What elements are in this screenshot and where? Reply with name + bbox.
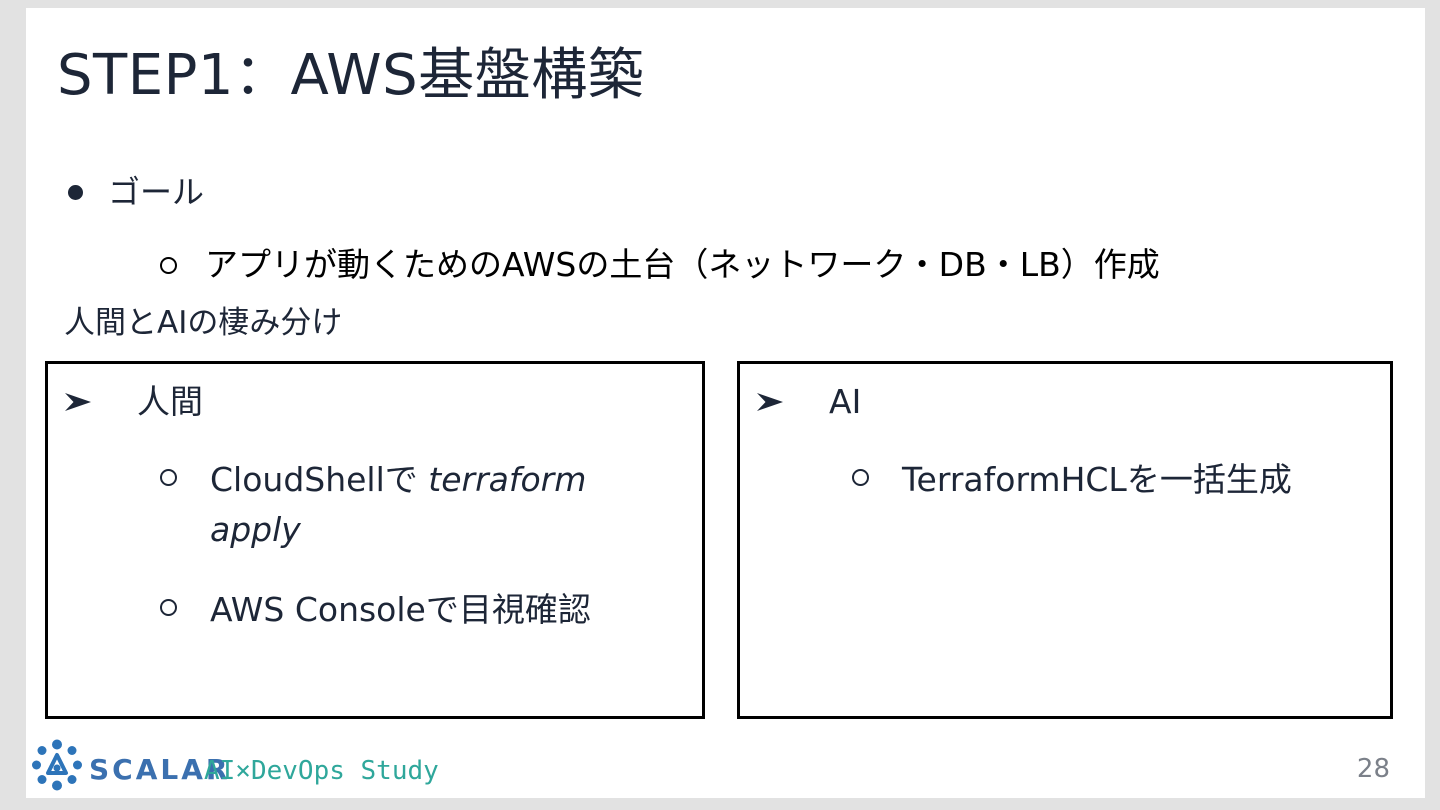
right-arrowhead-icon bbox=[757, 393, 783, 412]
slide-title: STEP1：AWS基盤構築 bbox=[57, 43, 645, 108]
item-text-italic: terraform apply bbox=[210, 459, 587, 549]
hollow-circle-bullet-icon bbox=[852, 468, 869, 486]
human-panel-item-terraform: CloudShellで terraform apply bbox=[160, 455, 702, 555]
ai-panel-header: AI bbox=[755, 380, 1390, 425]
event-name: AI×DevOps Study bbox=[204, 756, 439, 786]
human-panel-item-console: AWS Consoleで目視確認 bbox=[160, 585, 702, 635]
human-panel-title: 人間 bbox=[137, 382, 203, 421]
ai-panel-item-hcl-text: TerraformHCLを一括生成 bbox=[902, 459, 1292, 499]
hollow-circle-bullet-icon bbox=[160, 256, 177, 274]
ai-panel-title: AI bbox=[829, 382, 862, 421]
human-panel: 人間 CloudShellで terraform apply AWS Conso… bbox=[45, 361, 705, 719]
right-arrowhead-icon bbox=[65, 393, 91, 412]
goal-label: ゴール bbox=[108, 173, 205, 211]
slide-canvas: STEP1：AWS基盤構築 ゴール アプリが動くためのAWSの土台（ネットワーク… bbox=[26, 8, 1425, 798]
filled-dot-bullet-icon bbox=[68, 184, 83, 200]
scalar-logo-icon bbox=[32, 739, 82, 791]
hollow-circle-bullet-icon bbox=[160, 468, 177, 486]
page-number: 28 bbox=[1356, 754, 1390, 784]
human-panel-header: 人間 bbox=[63, 380, 702, 425]
item-text-regular: CloudShellで bbox=[210, 459, 429, 499]
scalar-wordmark: SCALAR bbox=[89, 753, 231, 786]
human-panel-item-terraform-text: CloudShellで terraform apply bbox=[210, 455, 630, 555]
goal-bullet-row: ゴール bbox=[68, 170, 204, 215]
goal-detail-text: アプリが動くためのAWSの土台（ネットワーク・DB・LB）作成 bbox=[205, 245, 1160, 284]
ai-panel: AI TerraformHCLを一括生成 bbox=[737, 361, 1393, 719]
goal-detail-row: アプリが動くためのAWSの土台（ネットワーク・DB・LB）作成 bbox=[160, 242, 1160, 288]
hollow-circle-bullet-icon bbox=[160, 598, 177, 616]
ai-panel-item-hcl: TerraformHCLを一括生成 bbox=[852, 455, 1390, 505]
section-label: 人間とAIの棲み分け bbox=[64, 305, 343, 341]
human-panel-item-console-text: AWS Consoleで目視確認 bbox=[210, 589, 591, 629]
